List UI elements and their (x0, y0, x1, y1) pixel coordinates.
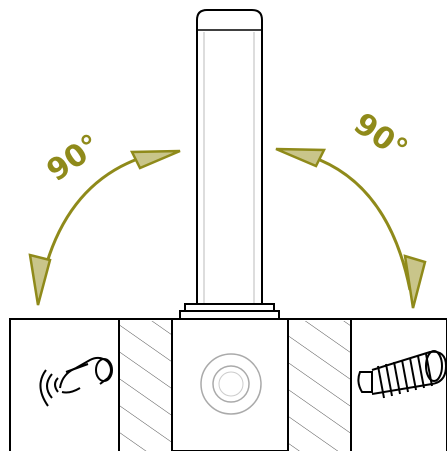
left-hatched-section (119, 321, 172, 451)
post-collar (179, 303, 280, 320)
left-rotation-arrow (28, 149, 181, 306)
retracted-spring-pin-icon (39, 356, 113, 407)
right-rotation-arrow (275, 147, 427, 309)
right-angle-label: 90° (347, 106, 414, 167)
left-angle-label: 90° (41, 128, 108, 189)
bore-circle-icon (200, 353, 262, 415)
vertical-post (196, 9, 263, 306)
right-hatched-section (288, 321, 351, 451)
center-hub (171, 318, 289, 451)
extended-spring-pin-icon (357, 350, 447, 399)
base-block (9, 318, 447, 451)
